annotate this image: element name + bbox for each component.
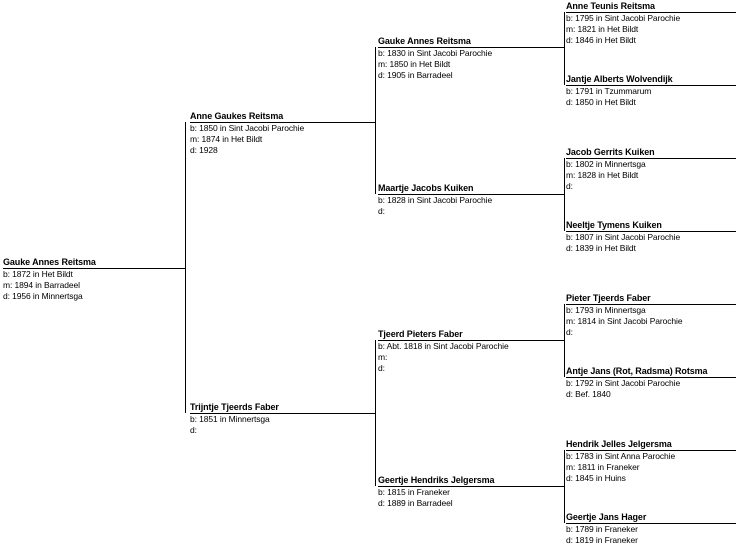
detail-line: d: [190, 425, 197, 435]
person-name: Maartje Jacobs Kuiken [378, 183, 474, 193]
connector-line [378, 340, 565, 341]
branch-connector [564, 450, 565, 523]
branch-connector [564, 12, 565, 85]
connector-line [190, 413, 376, 414]
detail-line: d: [566, 181, 573, 191]
detail-line: b: 1850 in Sint Jacobi Parochie [190, 123, 305, 133]
person-name: Antje Jans (Rot, Radsma) Rotsma [566, 366, 708, 376]
connector-line [566, 450, 736, 451]
detail-line: d: 1889 in Barradeel [378, 498, 453, 508]
detail-line: b: 1872 in Het Bildt [3, 269, 73, 279]
detail-line: b: 1802 in Minnertsga [566, 159, 646, 169]
detail-line: b: 1828 in Sint Jacobi Parochie [378, 195, 493, 205]
detail-line: d: 1846 in Het Bildt [566, 35, 636, 45]
person-name: Hendrik Jelles Jelgersma [566, 439, 672, 449]
detail-line: d: 1928 [190, 145, 218, 155]
connector-line [378, 47, 565, 48]
detail-line: d: Bef. 1840 [566, 389, 611, 399]
detail-line: m: 1850 in Het Bildt [378, 59, 451, 69]
detail-line: d: [566, 327, 573, 337]
person-name: Geertje Hendriks Jelgersma [378, 475, 495, 485]
person-name: Geertje Jans Hager [566, 512, 647, 522]
detail-line: d: 1905 in Barradeel [378, 70, 453, 80]
connector-line [566, 304, 736, 305]
detail-line: b: 1795 in Sint Jacobi Parochie [566, 13, 681, 23]
connector-line [566, 85, 736, 86]
detail-line: d: 1839 in Het Bildt [566, 243, 636, 253]
detail-line: b: 1815 in Franeker [378, 487, 450, 497]
detail-line: b: Abt. 1818 in Sint Jacobi Parochie [378, 341, 509, 351]
detail-line: m: 1821 in Het Bildt [566, 24, 639, 34]
detail-line: b: 1783 in Sint Anna Parochie [566, 451, 676, 461]
detail-line: d: 1956 in Minnertsga [3, 291, 83, 301]
person-name: Jantje Alberts Wolvendijk [566, 74, 673, 84]
branch-connector [564, 158, 565, 231]
person-name: Trijntje Tjeerds Faber [190, 402, 279, 412]
detail-line: d: 1845 in Huins [566, 473, 626, 483]
person-name: Gauke Annes Reitsma [378, 36, 471, 46]
connector-line [566, 523, 736, 524]
connector-line [566, 231, 736, 232]
detail-line: m: 1811 in Franeker [566, 462, 640, 472]
branch-connector [564, 304, 565, 377]
connector-line [566, 12, 736, 13]
connector-line [378, 486, 565, 487]
connector-line [566, 158, 736, 159]
detail-line: d: 1850 in Het Bildt [566, 97, 636, 107]
branch-connector [375, 47, 376, 194]
detail-line: m: 1874 in Het Bildt [190, 134, 263, 144]
connector-line [566, 377, 736, 378]
person-name: Neeltje Tymens Kuiken [566, 220, 662, 230]
branch-connector [185, 122, 186, 413]
detail-line: m: 1828 in Het Bildt [566, 170, 639, 180]
detail-line: b: 1807 in Sint Jacobi Parochie [566, 232, 681, 242]
detail-line: m: 1814 in Sint Jacobi Parochie [566, 316, 683, 326]
person-name: Anne Gaukes Reitsma [190, 111, 284, 121]
detail-line: m: [378, 352, 388, 362]
detail-line: b: 1851 in Minnertsga [190, 414, 270, 424]
person-name: Anne Teunis Reitsma [566, 1, 655, 11]
detail-line: d: [378, 363, 385, 373]
detail-line: b: 1793 in Minnertsga [566, 305, 646, 315]
detail-line: d: 1819 in Franeker [566, 535, 638, 545]
person-name: Gauke Annes Reitsma [3, 257, 96, 267]
connector-line [190, 122, 376, 123]
person-name: Pieter Tjeerds Faber [566, 293, 651, 303]
detail-line: d: [378, 206, 385, 216]
connector-line [378, 194, 565, 195]
detail-line: b: 1792 in Sint Jacobi Parochie [566, 378, 681, 388]
detail-line: b: 1791 in Tzummarum [566, 86, 652, 96]
branch-connector [375, 340, 376, 486]
connector-line [3, 268, 186, 269]
person-name: Jacob Gerrits Kuiken [566, 147, 655, 157]
detail-line: m: 1894 in Barradeel [3, 280, 80, 290]
person-name: Tjeerd Pieters Faber [378, 329, 463, 339]
detail-line: b: 1830 in Sint Jacobi Parochie [378, 48, 493, 58]
detail-line: b: 1789 in Franeker [566, 524, 638, 534]
